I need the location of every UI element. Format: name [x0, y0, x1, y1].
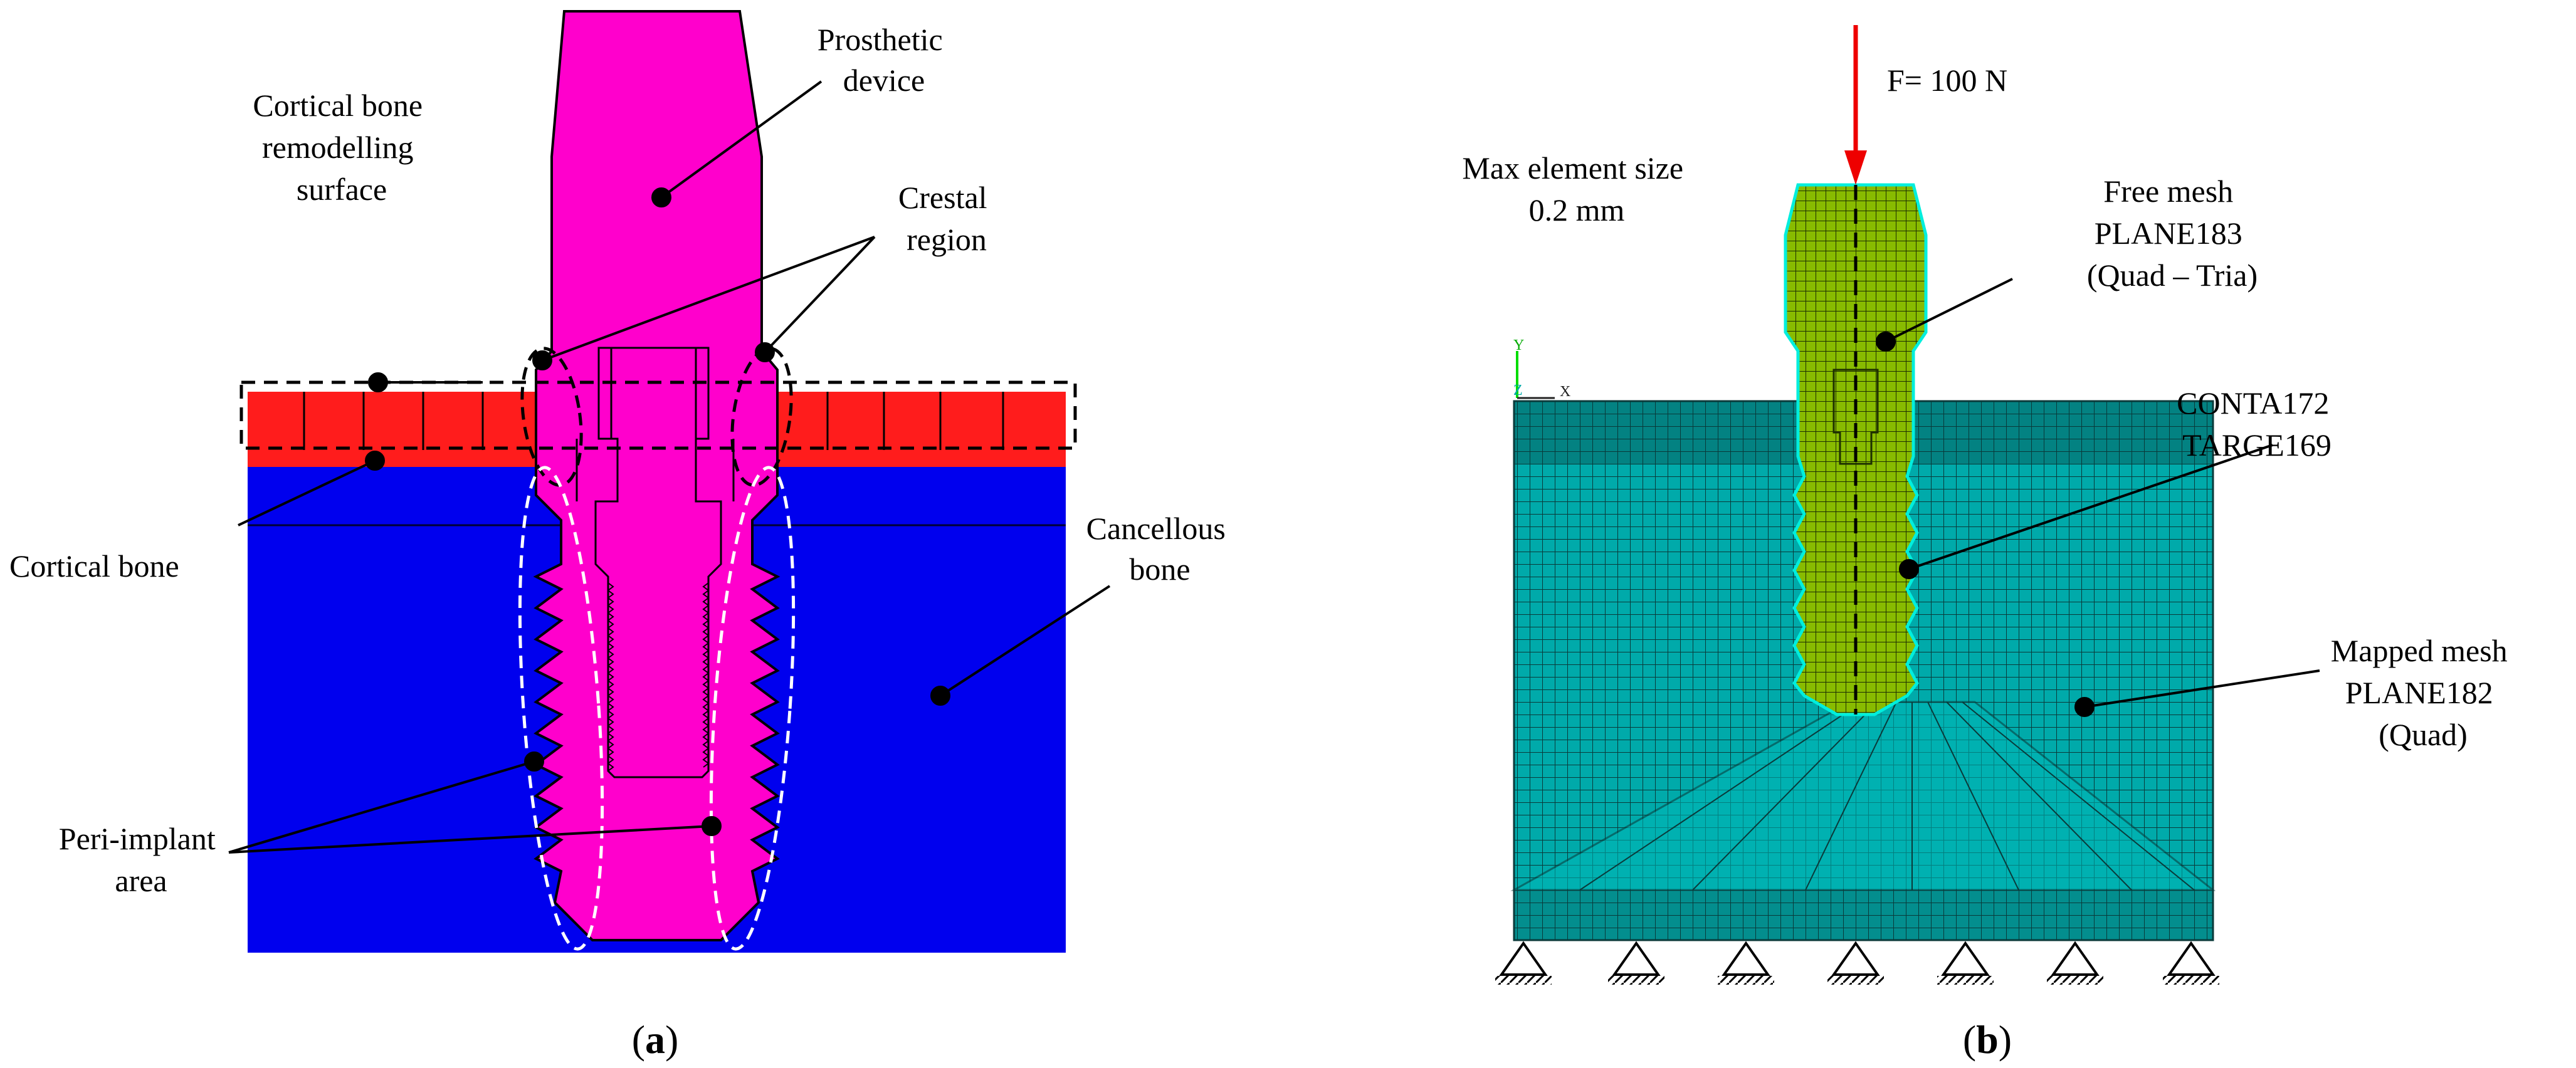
label-peri-implant-area: Peri-implant area: [59, 821, 223, 898]
supports: [1495, 941, 2219, 985]
cortical-element-lines: [303, 392, 1004, 450]
axis-label-x: X: [1560, 384, 1570, 400]
panel-a-labels: Prosthetic device Cortical bone remodell…: [9, 22, 1234, 1062]
label-max-element-size: Max element size 0.2 mm: [1462, 150, 1691, 228]
support-3: [1718, 941, 1774, 985]
dot-crestal-right: [755, 342, 775, 362]
dot-mapped-mesh: [2074, 697, 2095, 717]
support-1: [1495, 941, 1552, 985]
support-6: [2047, 941, 2103, 985]
dot-cortical-bone: [365, 451, 385, 471]
support-2: [1608, 941, 1664, 985]
caption-b: (b): [1963, 1017, 2012, 1062]
crestal-region-right: [730, 347, 793, 487]
cavity-inner-edges: [576, 348, 735, 501]
bone-fan-lines: [1579, 701, 2195, 891]
label-cortical-bone: Cortical bone: [9, 548, 179, 584]
cortical-remodelling-surface-box: [239, 380, 1077, 450]
label-contact-elements: CONTA172 TARGE169: [2177, 385, 2337, 463]
bone-fan-region: [1510, 701, 2216, 891]
support-7: [2163, 941, 2219, 985]
axis-label-z: Z: [1513, 382, 1523, 399]
force-label: F= 100 N: [1887, 63, 2007, 98]
crestal-region-left: [520, 347, 583, 487]
implant-internal-cavity-outline: [1832, 369, 1879, 465]
dot-peri-implant-left: [524, 751, 544, 772]
support-5: [1937, 941, 1994, 985]
inner-thread-marks: [607, 582, 710, 772]
peri-implant-area-left: [518, 466, 604, 951]
label-free-mesh: Free mesh PLANE183 (Quad – Tria): [2087, 174, 2258, 293]
panel-b: F= 100 N Y Z X: [1462, 25, 2515, 1062]
implant-body: [533, 10, 781, 941]
dot-contact: [1899, 559, 1919, 579]
panel-a-leaders: [228, 80, 1111, 854]
label-prosthetic: Prosthetic device: [817, 22, 950, 98]
caption-a: (a): [632, 1017, 679, 1062]
dot-prosthetic: [651, 187, 671, 207]
panel-b-leaders: [1876, 278, 2320, 717]
panel-a: Prosthetic device Cortical bone remodell…: [9, 10, 1234, 1062]
dot-peri-implant-right: [702, 816, 722, 836]
label-mapped-mesh: Mapped mesh PLANE182 (Quad): [2331, 633, 2515, 752]
dot-free-mesh: [1876, 332, 1896, 352]
label-cortical-remodelling-surface: Cortical bone remodelling surface: [253, 88, 430, 207]
label-cancellous-bone: Cancellous bone: [1086, 511, 1234, 587]
panel-b-labels: Max element size 0.2 mm Free mesh PLANE1…: [1462, 150, 2515, 1062]
bone-bottom-dense-band: [1514, 890, 2213, 940]
axis-label-y: Y: [1513, 337, 1524, 353]
dot-crestal-left: [532, 350, 552, 370]
support-4: [1827, 941, 1884, 985]
dot-remodelling-surface: [368, 372, 388, 392]
force-arrow: [1844, 25, 1867, 185]
coordinate-triad: Y Z X: [1513, 337, 1570, 400]
dot-cancellous-bone: [930, 686, 950, 706]
peri-implant-area-right: [709, 466, 796, 951]
label-crestal-region: Crestal region: [898, 180, 995, 257]
